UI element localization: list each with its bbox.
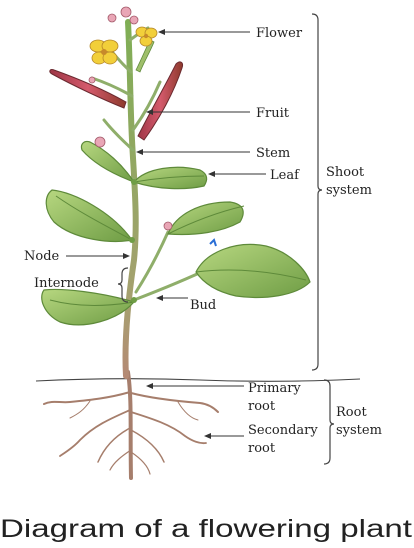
label-flower: Flower [256, 26, 303, 41]
label-fruit: Fruit [256, 106, 290, 121]
secondary-root [130, 411, 207, 445]
label-root-system-line1: Root [336, 405, 367, 420]
secondary-root [177, 401, 199, 421]
leaves [41, 140, 311, 326]
leaf [167, 201, 244, 236]
secondary-root [130, 451, 151, 475]
ground-line [35, 378, 361, 382]
secondary-root [97, 427, 131, 463]
label-stem: Stem [256, 146, 290, 161]
secondary-root [59, 409, 131, 457]
fruit [49, 69, 127, 109]
label-secondary-root-line1: Secondary [248, 423, 318, 438]
leaf [41, 288, 136, 326]
secondary-root [130, 429, 165, 463]
label-shoot-system-line2: system [326, 183, 372, 198]
secondary-root [130, 392, 219, 413]
diagram-caption: Diagram of a flowering plant [0, 515, 412, 543]
root-system-brace [323, 379, 335, 465]
secondary-root [69, 400, 91, 419]
label-node: Node [24, 249, 60, 264]
flower-bud-cluster [88, 6, 173, 231]
flower [135, 26, 158, 47]
root-system [43, 370, 219, 480]
label-root-system-line2: system [336, 423, 382, 438]
label-internode: Internode [34, 276, 99, 291]
blue-marker [209, 238, 217, 247]
leaf [80, 140, 136, 184]
primary-root [126, 370, 133, 480]
fruit [137, 61, 183, 141]
shoot-system-brace [311, 13, 323, 371]
label-primary-root-line1: Primary [248, 381, 301, 396]
label-leaf: Leaf [270, 168, 300, 183]
secondary-root [43, 391, 131, 405]
internode-brace [117, 267, 129, 303]
flower [89, 39, 119, 65]
leader-lines [66, 29, 266, 439]
node-markers [129, 179, 137, 303]
label-shoot-system-line1: Shoot [326, 165, 365, 180]
flowers [88, 6, 173, 231]
fruit [135, 39, 155, 73]
fruits [49, 39, 183, 141]
label-bud: Bud [190, 298, 216, 313]
main-stem [122, 19, 139, 379]
label-secondary-root-line2: root [248, 441, 276, 456]
label-primary-root-line2: root [248, 399, 276, 414]
leaf [132, 166, 208, 190]
secondary-root [109, 449, 132, 471]
